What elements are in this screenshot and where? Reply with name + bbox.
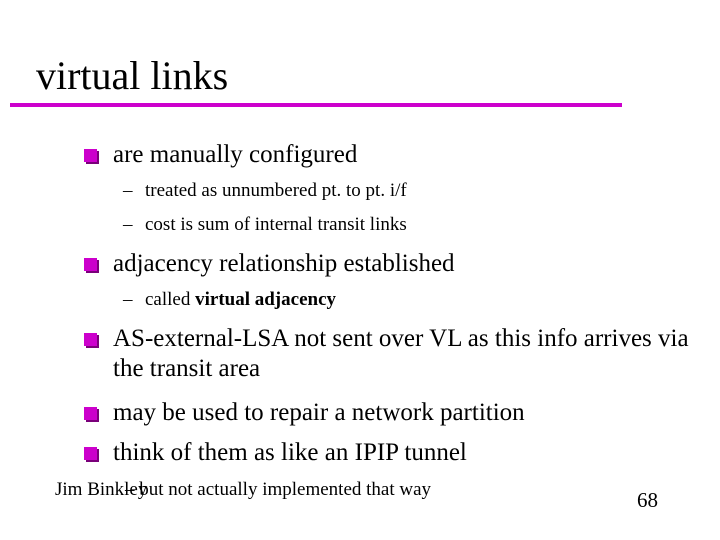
square-bullet-icon xyxy=(84,407,97,420)
bullet-text: AS-external-LSA not sent over VL as this… xyxy=(113,325,689,382)
sub-bullet-item: –called virtual adjacency xyxy=(123,288,336,312)
bullet-item: are manually configured xyxy=(84,140,704,170)
slide-title: virtual links xyxy=(36,53,229,98)
square-bullet-icon xyxy=(84,149,97,162)
square-bullet-icon xyxy=(84,333,97,346)
dash-bullet: – xyxy=(123,289,133,310)
sub-bullet-text: called xyxy=(145,289,196,310)
square-bullet-icon xyxy=(84,447,97,460)
sub-bullet-text: cost is sum of internal transit links xyxy=(145,214,407,235)
dash-bullet: – xyxy=(123,180,133,201)
dash-bullet: – xyxy=(123,214,133,235)
bullet-text: think of them as like an IPIP tunnel xyxy=(113,439,467,466)
bullet-item: think of them as like an IPIP tunnel xyxy=(84,438,704,468)
bullet-text: are manually configured xyxy=(113,141,358,168)
title-underline xyxy=(10,103,622,107)
bold-term: virtual adjacency xyxy=(195,289,337,310)
bullet-item: adjacency relationship established xyxy=(84,249,704,279)
bullet-text: adjacency relationship established xyxy=(113,250,455,277)
page-number: 68 xyxy=(637,488,658,512)
sub-bullet-item: –cost is sum of internal transit links xyxy=(123,213,407,237)
footer-note: – but not actually implemented that way xyxy=(125,479,432,500)
square-bullet-icon xyxy=(84,258,97,271)
footer-author: Jim Binkley xyxy=(55,479,148,500)
bullet-text: may be used to repair a network partitio… xyxy=(113,399,525,426)
sub-bullet-text: treated as unnumbered pt. to pt. i/f xyxy=(145,180,407,201)
sub-bullet-item: –treated as unnumbered pt. to pt. i/f xyxy=(123,179,407,203)
bullet-item: may be used to repair a network partitio… xyxy=(84,398,704,428)
bullet-item: AS-external-LSA not sent over VL as this… xyxy=(84,324,704,384)
